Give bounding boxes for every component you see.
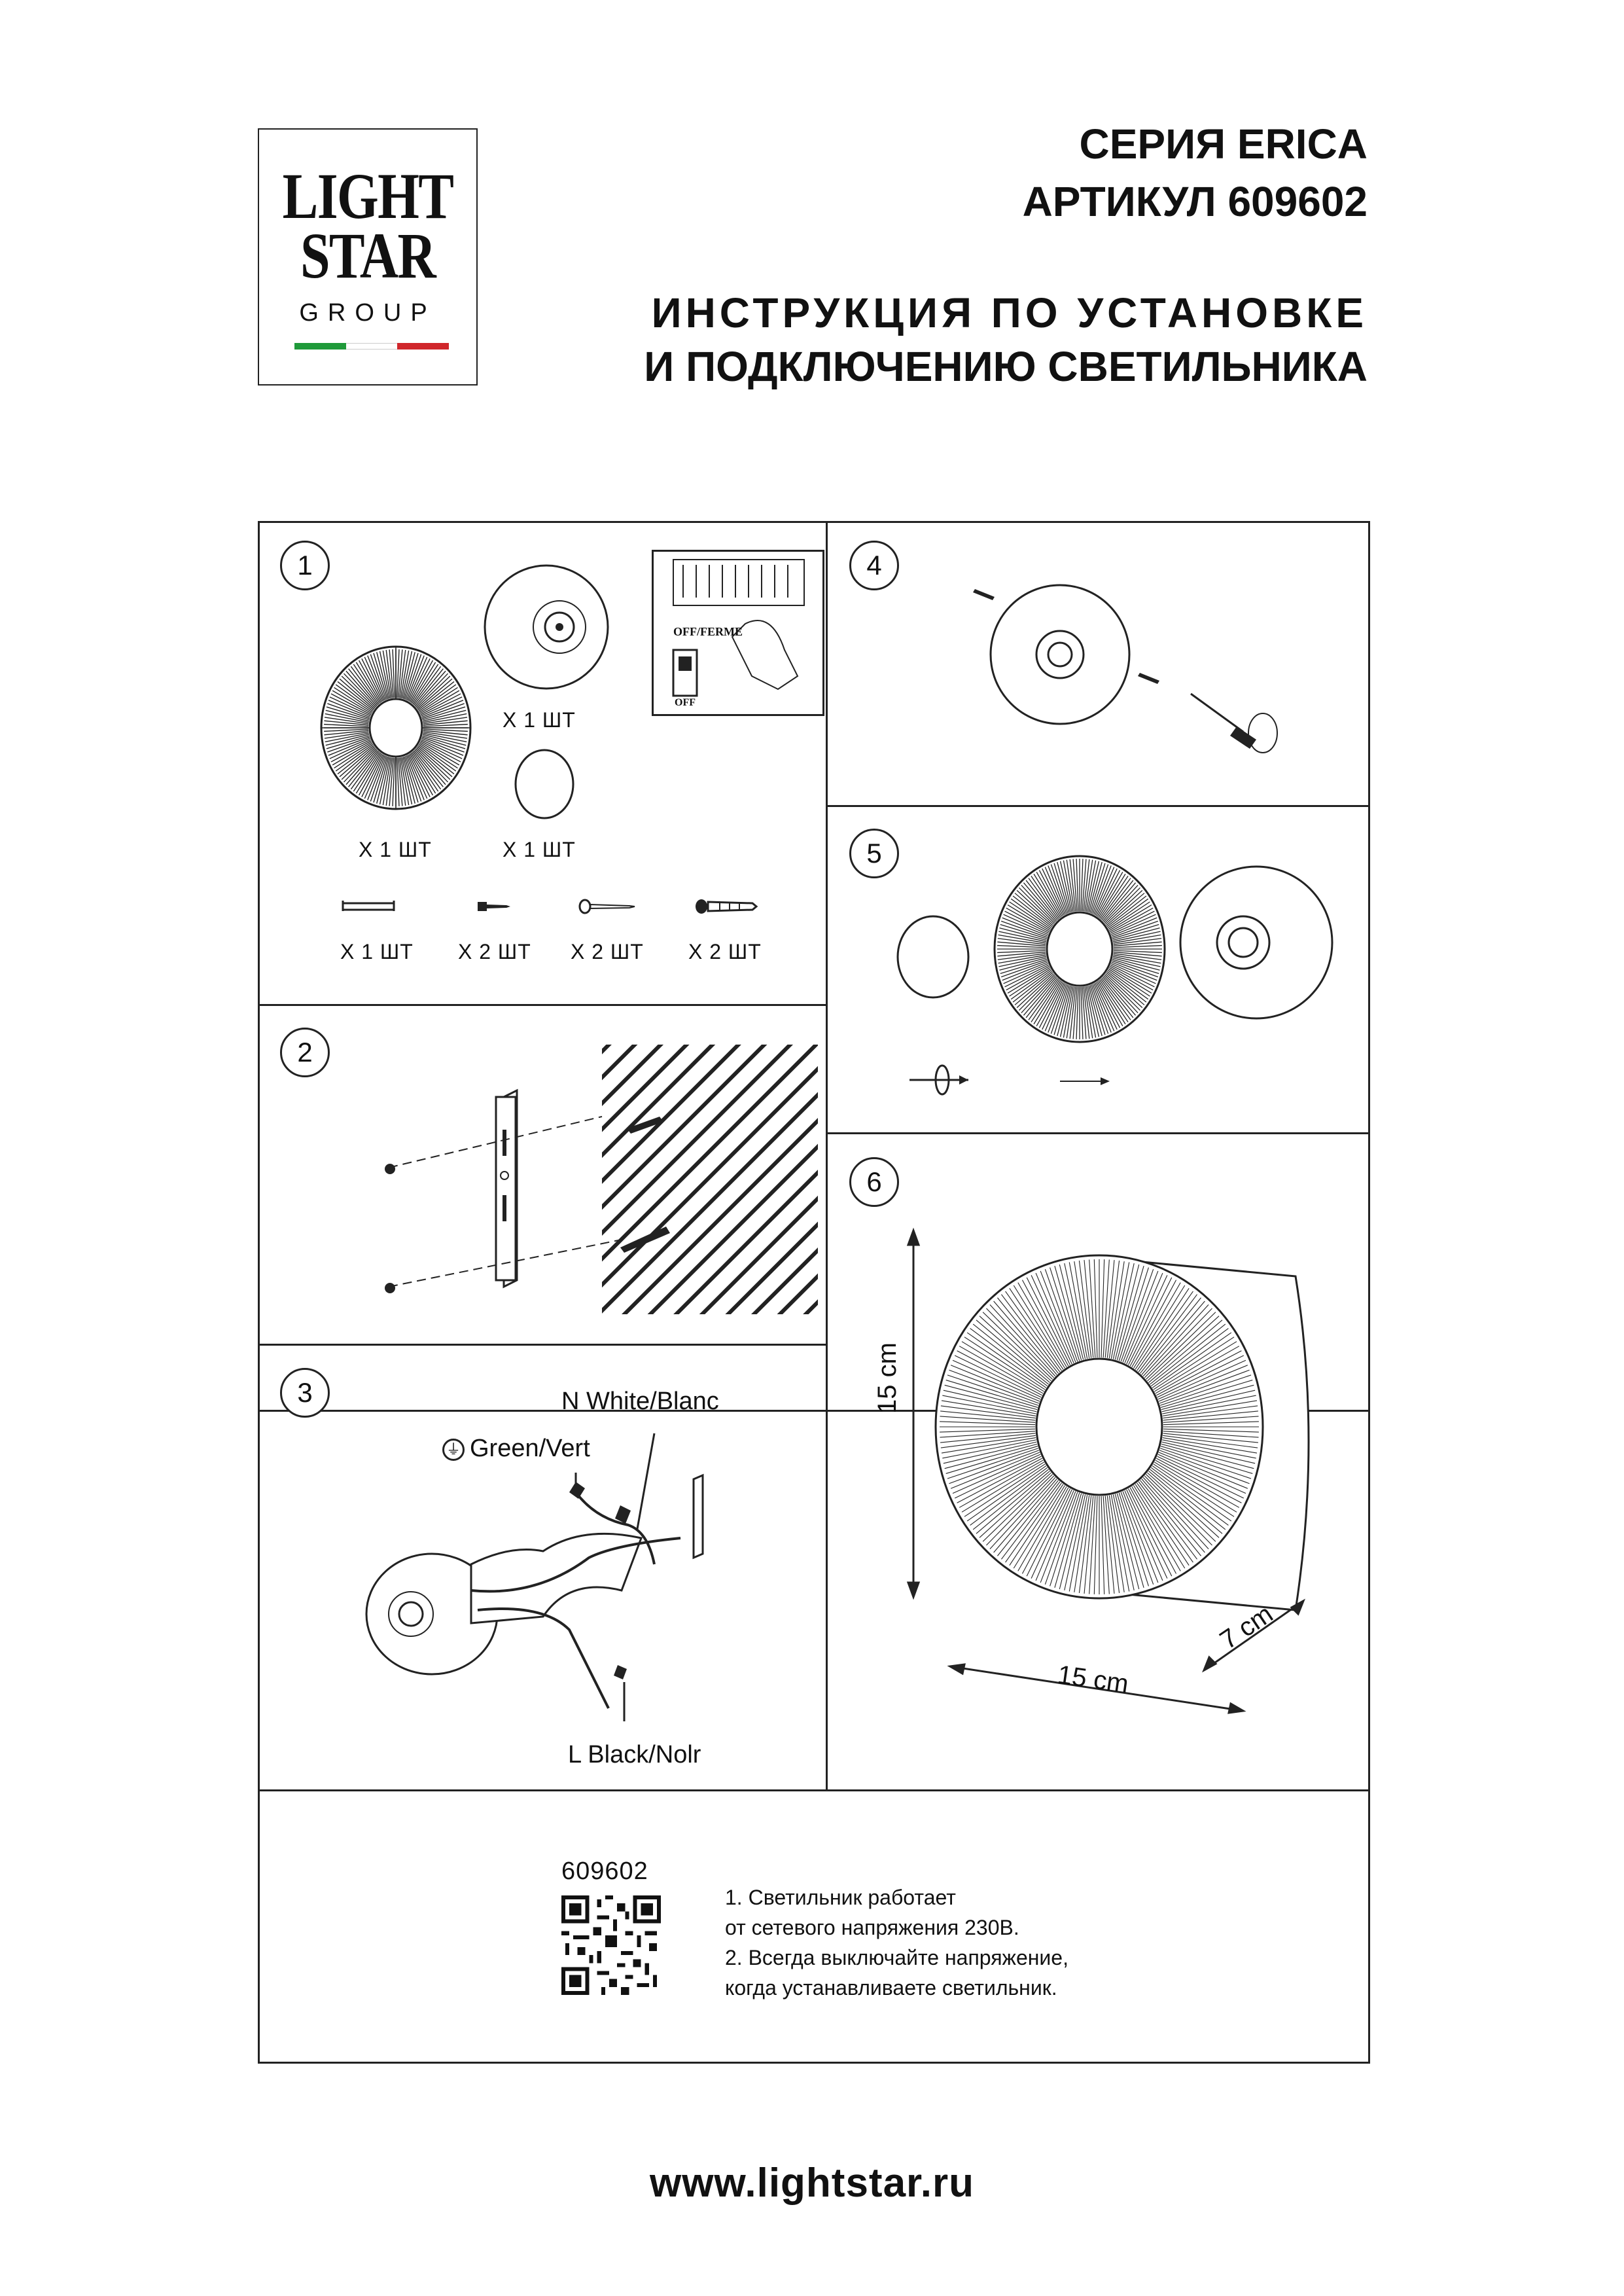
grid-divider-5-6 (826, 1132, 1370, 1134)
line-wire-label: L Black/Nolr (568, 1741, 701, 1768)
grid-divider-vertical (826, 521, 828, 1791)
anchor-bottom (620, 1227, 670, 1253)
model-code: 609602 (561, 1857, 648, 1885)
step-5-badge: 5 (849, 829, 899, 878)
screwdriver-icon (1190, 692, 1278, 753)
mounting-bracket-icon (342, 901, 395, 911)
note-line-3: 2. Всегда выключайте напряжение, (725, 1946, 1068, 1969)
logo-text-star: STAR (300, 219, 436, 292)
long-screw-icon (578, 899, 635, 914)
height-dimension-label: 15 cm (873, 1342, 902, 1414)
rotate-arrow-icon (909, 1064, 968, 1096)
switch-off-label: OFF/FERME (673, 625, 743, 638)
logo-text-group: GROUP (299, 299, 436, 327)
note-line-1: 1. Светильник работает (725, 1886, 956, 1909)
step-6-badge: 6 (849, 1157, 899, 1207)
dimensions-diagram (906, 1227, 1310, 1714)
neutral-arrow (636, 1433, 656, 1530)
base-housing (989, 584, 1131, 725)
note-line-4: когда устанавливаете светильник. (725, 1976, 1057, 2000)
grid-divider-2-3 (258, 1344, 827, 1346)
base-quantity: X 1 ШТ (503, 708, 576, 732)
grid-divider-1-2 (258, 1004, 827, 1006)
anchor-top (627, 1117, 663, 1134)
long-screw-quantity: X 2 ШТ (571, 940, 644, 963)
website-link[interactable]: www.lightstar.ru (650, 2161, 974, 2206)
anchor-quantity: X 2 ШТ (688, 940, 762, 963)
logo-text-light: LIGHT (282, 160, 454, 232)
wall-anchor-icon (696, 899, 758, 914)
article-number: АРТИКУЛ 609602 (1022, 178, 1368, 225)
disc-quantity: X 1 ШТ (503, 838, 576, 861)
depth-dimension-arrow (1202, 1598, 1305, 1673)
screw-top (385, 1164, 395, 1174)
cover-disc-icon (514, 749, 574, 819)
qr-code-icon (561, 1895, 661, 1995)
grid-divider-bottom (258, 1789, 1370, 1791)
assembly-diagram (896, 855, 1333, 1096)
step-4-badge: 4 (849, 541, 899, 590)
step-1-badge: 1 (280, 541, 330, 590)
screw-left (973, 589, 995, 600)
switch-off-label-small: OFF (675, 697, 696, 708)
shade-quantity: X 1 ШТ (359, 838, 432, 861)
italian-flag-stripe (294, 343, 450, 350)
base-screwing-diagram (973, 584, 1278, 753)
notes-panel (258, 1412, 1370, 2064)
power-off-inset: OFF/FERME OFF (652, 550, 824, 716)
wall-hatch (602, 1045, 818, 1314)
pleated-shade-icon (320, 645, 472, 810)
step-2-badge: 2 (280, 1028, 330, 1077)
bracket-small (692, 1473, 704, 1560)
screw-bottom (385, 1283, 395, 1293)
base-housing-5 (1179, 865, 1333, 1020)
grid-divider-4-5 (826, 805, 1370, 807)
note-line-2: от сетевого напряжения 230В. (725, 1916, 1019, 1939)
step-3-badge: 3 (280, 1368, 330, 1418)
ground-icon: ⏚ (442, 1438, 465, 1461)
brand-logo: LIGHT STAR GROUP (258, 128, 478, 386)
neutral-wire-label: N White/Blanc (561, 1388, 719, 1415)
bracket-quantity: X 1 ШТ (340, 940, 414, 963)
instruction-title-line1: ИНСТРУКЦИЯ ПО УСТАНОВКЕ (651, 289, 1368, 336)
screw-icon (478, 902, 510, 911)
push-arrow-icon (1060, 1077, 1110, 1085)
instruction-grid (258, 521, 1370, 1412)
ground-wire-text: Green/Vert (470, 1435, 590, 1462)
instruction-title-line2: И ПОДКЛЮЧЕНИЮ СВЕТИЛЬНИКА (644, 343, 1368, 390)
wiring-diagram (365, 1433, 704, 1721)
width-dimension-arrow (947, 1663, 1246, 1714)
base-housing-icon (484, 564, 609, 690)
series-title: СЕРИЯ ERICA (1079, 120, 1368, 168)
wall-mounting-diagram (385, 1045, 818, 1314)
screw-quantity: X 2 ШТ (458, 940, 531, 963)
screw-right (1138, 673, 1159, 684)
height-dimension-arrow (906, 1227, 921, 1600)
cover-disc (896, 915, 970, 999)
ground-wire-label: ⏚Green/Vert (442, 1435, 590, 1463)
circuit-breaker-icon (672, 559, 805, 697)
